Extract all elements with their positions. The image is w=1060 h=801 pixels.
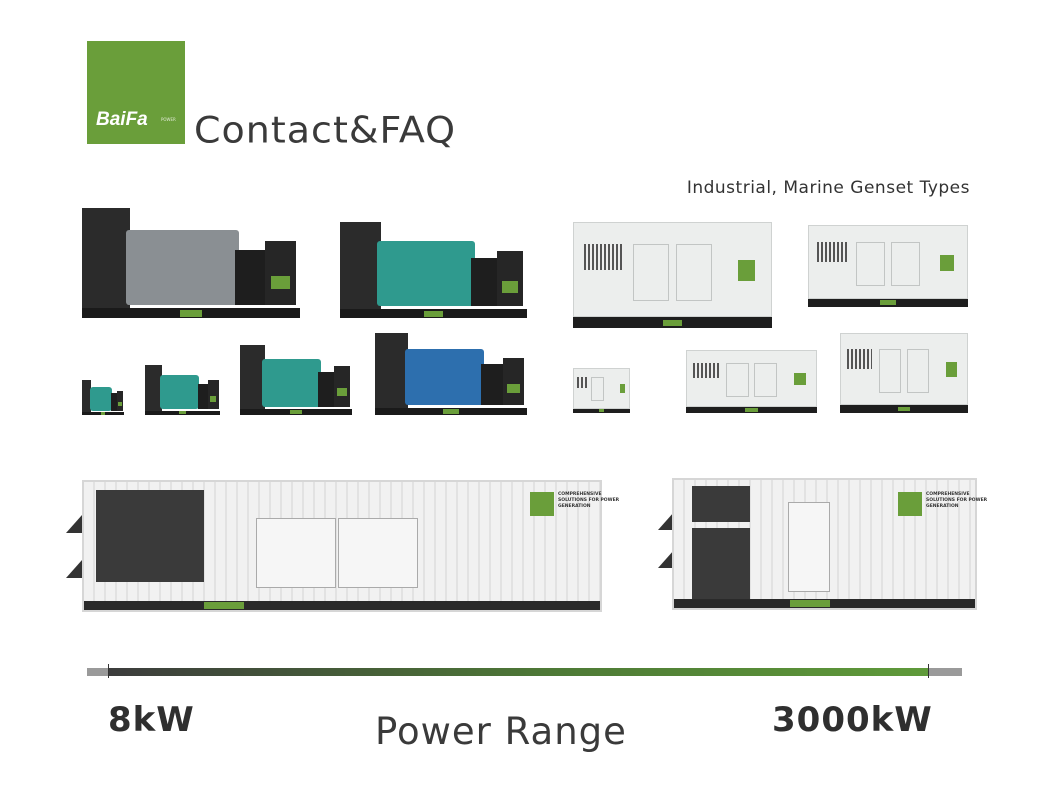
range-max-label: 3000kW: [772, 700, 933, 740]
canopy-genset-image: [808, 225, 968, 307]
container-genset-image: COMPREHENSIVE SOLUTIONS FOR POWER GENERA…: [672, 478, 987, 610]
open-genset-image: [82, 380, 124, 415]
container-genset-image: COMPREHENSIVE SOLUTIONS FOR POWER GENERA…: [82, 480, 619, 612]
range-title: Power Range: [375, 710, 627, 753]
range-bar-left: [87, 668, 108, 676]
container-slogan: COMPREHENSIVE SOLUTIONS FOR POWER GENERA…: [926, 492, 988, 509]
range-min-label: 8kW: [108, 700, 195, 740]
power-range-bar: [108, 668, 928, 676]
page-title: Contact&FAQ: [194, 109, 457, 151]
baifa-logo: BaiFa POWER: [87, 41, 185, 144]
canopy-genset-image: [573, 222, 772, 328]
section-subtitle: Industrial, Marine Genset Types: [686, 178, 970, 198]
logo-tm: POWER: [161, 117, 176, 122]
container-slogan: COMPREHENSIVE SOLUTIONS FOR POWER GENERA…: [558, 492, 620, 509]
open-genset-image: [340, 222, 527, 318]
logo-text: BaiFa: [96, 109, 148, 130]
canopy-genset-image: [840, 333, 968, 413]
open-genset-image: [375, 333, 527, 415]
canopy-genset-image: [573, 368, 630, 413]
canopy-genset-image: [686, 350, 817, 413]
range-tick-max: [928, 664, 929, 678]
range-bar-right: [928, 668, 962, 676]
open-genset-image: [145, 365, 220, 415]
open-genset-image: [82, 208, 300, 318]
open-genset-image: [240, 345, 352, 415]
range-tick-min: [108, 664, 109, 678]
